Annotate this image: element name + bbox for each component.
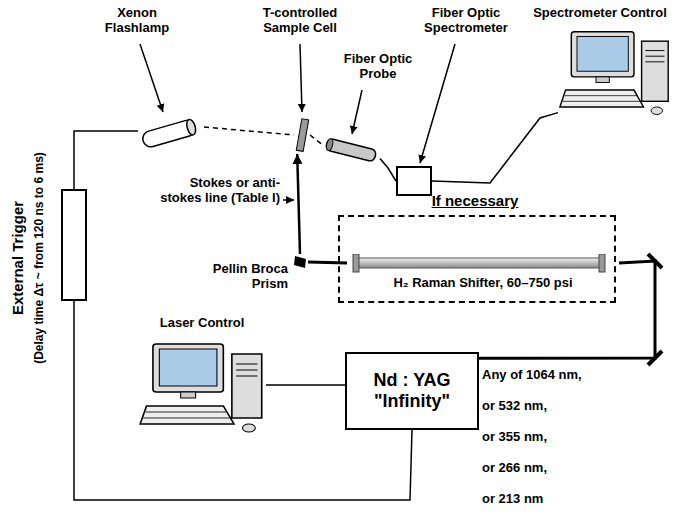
spectrometer-body — [396, 166, 432, 196]
sample-cell: T-controlled Sample Cell — [294, 116, 310, 154]
wavelength-label: or 355 nm, — [482, 430, 547, 445]
spectrometer-box: Fiber Optic Spectrometer — [396, 166, 432, 196]
mirror — [648, 351, 662, 365]
delay-note: (Delay time Δτ ~ from 120 ns to 6 ms) — [33, 152, 47, 364]
leader-line — [420, 44, 455, 163]
beam-note: Stokes or anti-stokes line (Table I) — [160, 176, 280, 206]
node-heading: T-controlled Sample Cell — [250, 6, 350, 36]
probe-cylinder — [322, 136, 380, 164]
leader-line — [300, 44, 302, 112]
leader-line — [283, 199, 294, 201]
computer-icon — [138, 340, 266, 440]
wavelength-label: Any of 1064 nm, — [482, 368, 582, 383]
node-heading: Fiber Optic Spectrometer — [410, 6, 522, 36]
node-heading: If necessary — [420, 192, 530, 209]
node-heading: Laser Control — [147, 316, 257, 331]
laser-beam — [308, 262, 347, 263]
flashlamp-tube — [138, 113, 204, 153]
leader-line — [352, 90, 362, 134]
trigger-label: External Trigger — [9, 201, 26, 315]
prism-shape — [292, 254, 308, 270]
raman-tube — [347, 254, 611, 274]
computer: Spectrometer Control — [558, 28, 672, 122]
wavelength-label: or 213 nm — [482, 492, 543, 507]
node-heading: Spectrometer Control — [524, 6, 676, 21]
wavelength-label: or 532 nm, — [482, 399, 547, 414]
node-text: H₂ Raman Shifter, 60–750 psi — [347, 276, 619, 291]
computer: Laser Control — [138, 340, 266, 440]
connector-line — [74, 131, 412, 500]
raman-shifter: H₂ Raman Shifter, 60–750 psi — [347, 254, 619, 300]
trigger-delay-box — [62, 190, 86, 300]
connector-line — [380, 158, 396, 181]
laser-beam — [297, 154, 300, 254]
xenon-flashlamp: Xenon Flashlamp — [138, 113, 204, 153]
laser-box: Nd : YAG "Infinity" — [345, 352, 479, 430]
node-heading: Fiber Optic Probe — [330, 52, 426, 82]
wavelength-label: or 266 nm, — [482, 461, 547, 476]
pellin-broca-prism: Pellin Broca Prism — [292, 254, 308, 270]
leader-line — [140, 44, 163, 112]
connector-line — [310, 135, 322, 144]
node-text: Nd : YAG "Infinity" — [355, 370, 469, 411]
fiber-probe: Fiber Optic Probe — [322, 136, 380, 164]
connector-line — [266, 384, 345, 386]
connector-line — [204, 127, 294, 135]
node-heading: Pellin Broca Prism — [194, 262, 288, 292]
optional-group: If necessaryH₂ Raman Shifter, 60–750 psi — [338, 215, 616, 303]
mirror — [648, 254, 662, 268]
connector-line — [432, 113, 558, 183]
node-heading: Xenon Flashlamp — [92, 6, 182, 36]
sample-cell-slab — [294, 116, 310, 154]
computer-icon — [558, 28, 672, 122]
